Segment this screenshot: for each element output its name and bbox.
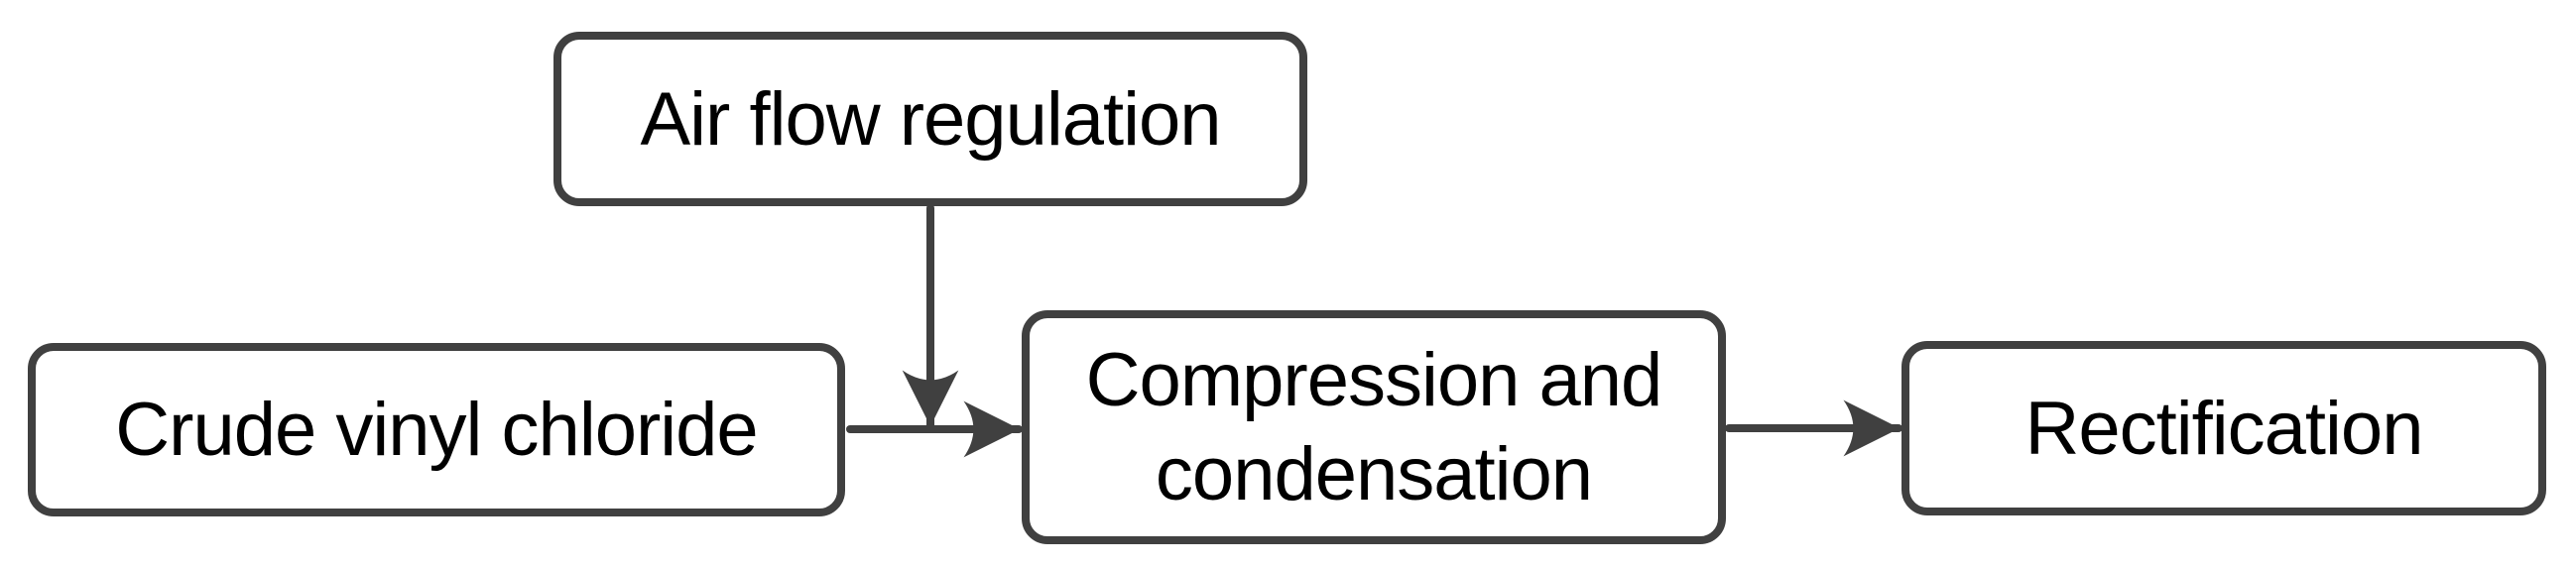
flow-node-air-flow-regulation: Air flow regulation [553,32,1307,206]
flow-node-compression-condensation: Compression and condensation [1022,310,1726,544]
node-label-air-flow-regulation: Air flow regulation [640,76,1221,162]
node-label-compression-condensation: Compression and condensation [1085,338,1663,516]
node-label-rectification: Rectification [2024,386,2424,471]
node-label-crude-vinyl-chloride: Crude vinyl chloride [115,388,758,472]
flow-node-rectification: Rectification [1901,341,2546,515]
flow-node-crude-vinyl-chloride: Crude vinyl chloride [28,343,845,516]
